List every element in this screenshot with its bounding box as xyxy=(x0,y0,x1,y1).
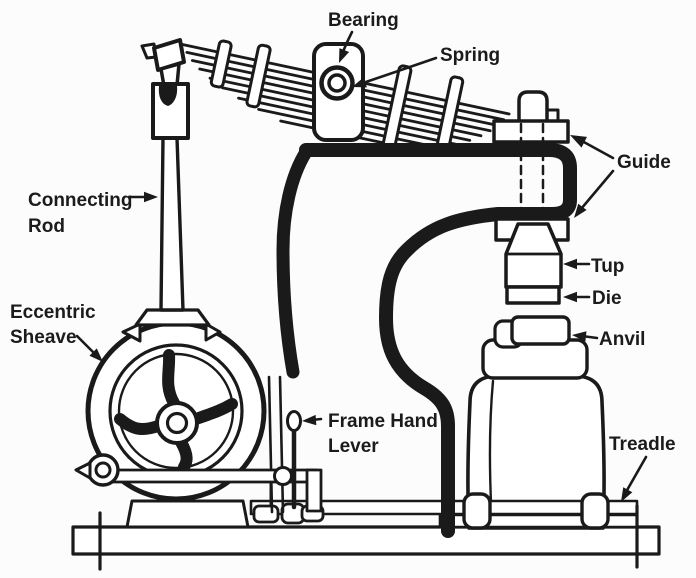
wheel-rim-ring xyxy=(117,352,235,470)
eccentric-sheave-label-line1: Eccentric xyxy=(10,302,96,323)
bearing-inner-ring xyxy=(327,73,347,93)
spoke-north xyxy=(162,349,180,409)
connecting-rod-label-line1: Connecting xyxy=(28,190,133,211)
hand-lever-knob xyxy=(286,410,302,432)
label-tup: Tup xyxy=(563,256,624,277)
bed-and-treadle xyxy=(98,492,639,571)
die-arrowhead-icon xyxy=(563,291,577,303)
connecting-rod-label-line2: Rod xyxy=(28,216,65,237)
anvil-foot-right xyxy=(580,492,610,530)
link-ball-joint xyxy=(273,466,293,486)
bearing-arrowhead-icon xyxy=(339,48,350,63)
tup-block xyxy=(504,222,563,289)
eccentric-sheave-label-line2: Sheave xyxy=(10,327,77,348)
label-treadle: Treadle xyxy=(609,434,676,502)
label-die: Die xyxy=(563,288,622,309)
anvil-arrowhead-icon xyxy=(572,331,587,342)
label-spring: Spring xyxy=(352,45,500,88)
wheel-spokes xyxy=(114,349,238,473)
wheel-hub-bore xyxy=(165,411,189,435)
tup-arrowhead-icon xyxy=(563,258,577,270)
label-bearing: Bearing xyxy=(328,10,399,63)
bearing-label-text: Bearing xyxy=(328,10,399,31)
guide-label-text: Guide xyxy=(617,152,671,173)
base-plate xyxy=(71,525,661,556)
eccentric-sheave-wheel xyxy=(85,320,267,502)
spring-leader-line xyxy=(358,56,438,86)
upper-guide-block xyxy=(492,119,570,144)
anvil-top-block xyxy=(510,315,571,346)
frame-gooseneck xyxy=(299,143,577,538)
tup-label-text: Tup xyxy=(591,256,624,277)
label-guide: Guide xyxy=(570,135,671,218)
spring-label-text: Spring xyxy=(440,45,500,66)
frame-hand-lever-arrowhead-icon xyxy=(302,414,317,426)
spring-arrowhead-icon xyxy=(352,77,367,88)
rod-top-block xyxy=(152,38,186,72)
connecting-rod-assembly xyxy=(140,38,190,312)
strap-cap xyxy=(134,308,211,327)
label-connecting-rod: Connecting Rod xyxy=(28,190,158,237)
guide-arrowhead-lower-icon xyxy=(574,203,587,218)
tup-rod-head xyxy=(517,90,549,126)
treadle-leader-line xyxy=(624,455,648,494)
bearing-assembly xyxy=(312,42,365,142)
labels-layer: Bearing Spring Guide Connecting Rod Ecce… xyxy=(10,10,676,502)
spring-clamp xyxy=(245,43,272,109)
base-assembly xyxy=(71,499,661,556)
lever-linkage xyxy=(74,410,323,513)
spring-clamp xyxy=(209,39,233,89)
rod-big-end-box xyxy=(151,82,190,140)
eccentric-pin-inner xyxy=(94,461,112,479)
label-eccentric-sheave: Eccentric Sheave xyxy=(10,302,103,362)
treadle-label-text: Treadle xyxy=(609,434,676,455)
guide-arrowhead-upper-icon xyxy=(570,135,587,148)
sheave-pedestal xyxy=(125,499,250,529)
guide-tup-assembly xyxy=(492,90,570,305)
connecting-rod-arrowhead-icon xyxy=(144,191,158,203)
guide-leader-line-lower xyxy=(579,169,615,211)
eccentric-sheave-arrowhead-icon xyxy=(89,348,103,362)
treadle-foot-block-1 xyxy=(252,504,280,524)
frame-hand-lever-label-line1: Frame Hand xyxy=(328,411,438,432)
frame-post-line-right xyxy=(278,375,285,514)
die-block xyxy=(505,285,561,305)
link-elbow-tube xyxy=(305,468,323,513)
frame-front-leg xyxy=(276,145,313,379)
hidden-rod-dashes xyxy=(519,122,545,221)
eccentric-strap xyxy=(121,308,222,343)
spoke-south xyxy=(175,436,193,473)
spoke-east xyxy=(190,398,238,425)
rod-pin-dark xyxy=(158,86,178,106)
guide-leader-line-upper xyxy=(580,139,615,160)
strap-ear-right xyxy=(204,322,222,342)
anvil-label-text: Anvil xyxy=(599,329,645,350)
eccentric-pin-tab xyxy=(74,461,92,480)
die-label-text: Die xyxy=(592,288,622,309)
spoke-west xyxy=(114,413,164,436)
treadle-arrowhead-icon xyxy=(621,487,633,502)
eccentric-sheave-leader-line xyxy=(75,334,97,356)
spring-clamps xyxy=(209,39,465,155)
label-anvil: Anvil xyxy=(572,329,645,350)
frame-hand-lever-label-line2: Lever xyxy=(328,436,379,457)
label-frame-hand-lever: Frame Hand Lever xyxy=(302,411,438,457)
anvil-foot-left xyxy=(462,492,492,530)
strap-ear-left xyxy=(121,322,142,343)
